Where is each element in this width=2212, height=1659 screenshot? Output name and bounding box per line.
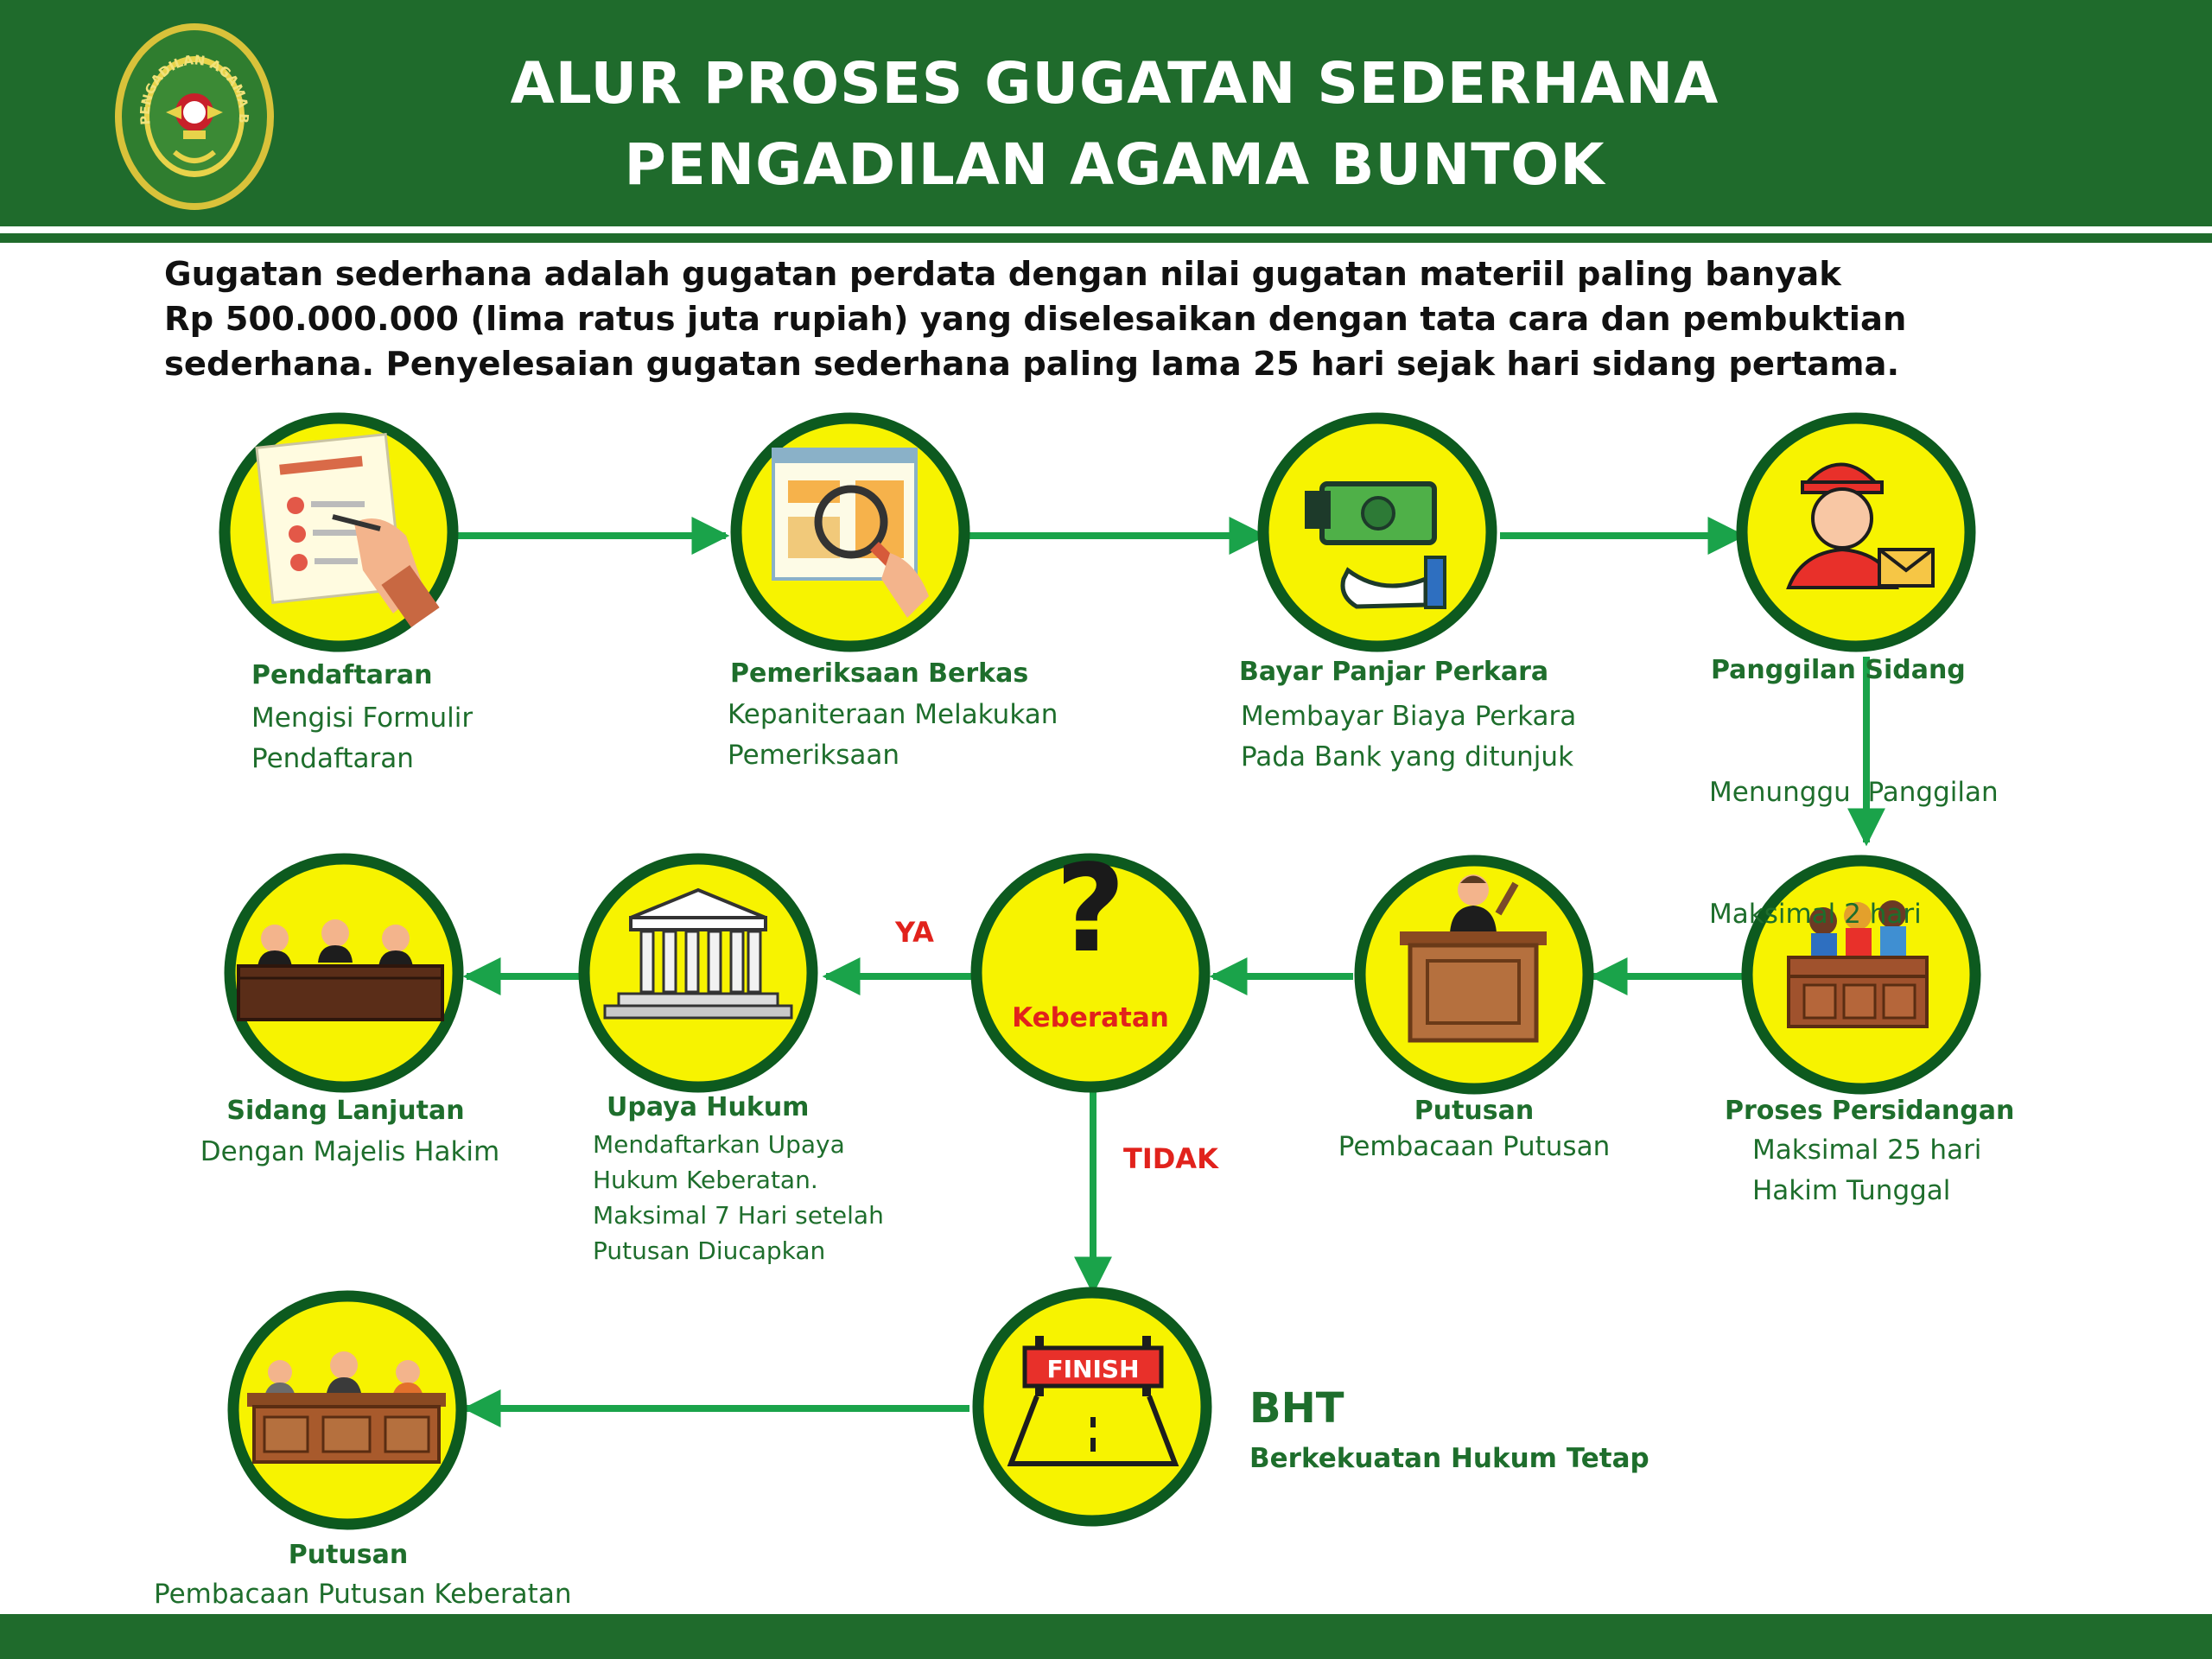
step-panggilan-sidang — [1736, 412, 1976, 652]
decision-yes-label: YA — [895, 916, 934, 949]
step-sidang-lanjutan — [224, 853, 464, 1093]
desc-line: Putusan Diucapkan — [593, 1236, 826, 1265]
judges-bench-icon — [247, 1351, 446, 1464]
desc-line: Pendaftaran — [251, 743, 414, 774]
step-title-pemeriksaan-berkas: Pemeriksaan Berkas — [730, 658, 1029, 689]
intro-paragraph: Gugatan sederhana adalah gugatan perdata… — [164, 252, 2152, 387]
desc-line: Mendaftarkan Upaya — [593, 1130, 845, 1159]
step-upaya-hukum — [578, 853, 818, 1093]
desc-line: Pada Bank yang ditunjuk — [1241, 741, 1574, 772]
desc-line: Menunggu Panggilan — [1709, 777, 1999, 808]
step-title-upaya-hukum: Upaya Hukum — [607, 1092, 810, 1122]
header-divider-white — [0, 226, 2212, 233]
step-desc-upaya-hukum: Mendaftarkan Upaya Hukum Keberatan. Maks… — [593, 1127, 884, 1268]
header-bar — [0, 0, 2212, 226]
court-building-icon — [603, 887, 793, 1020]
step-title-bayar-panjar: Bayar Panjar Perkara — [1239, 657, 1549, 687]
step-desc-panggilan-sidang: Menunggu Panggilan Maksimal 2 hari — [1709, 691, 1999, 976]
step-title-proses-persidangan: Proses Persidangan — [1725, 1096, 2015, 1126]
intro-line: sederhana. Penyelesaian gugatan sederhan… — [164, 345, 1900, 384]
court-logo-icon: PENGADILAN AGAMA BUNTOK — [114, 22, 274, 210]
step-putusan — [1354, 855, 1594, 1095]
step-keberatan: ? Keberatan — [970, 839, 1211, 1093]
finish-banner-text: FINISH — [1047, 1355, 1140, 1383]
step-pendaftaran — [219, 412, 459, 652]
document-magnifier-icon — [772, 448, 929, 618]
courier-letter-icon — [1786, 462, 1935, 589]
step-desc-proses-persidangan: Maksimal 25 hari Hakim Tunggal — [1752, 1130, 1981, 1211]
step-desc-pendaftaran: Mengisi Formulir Pendaftaran — [251, 698, 473, 779]
desc-line: Membayar Biaya Perkara — [1241, 701, 1577, 732]
desc-line: Maksimal 25 hari — [1752, 1135, 1982, 1166]
page-title-line2: PENGADILAN AGAMA BUNTOK — [624, 131, 1605, 198]
judges-panel-icon — [237, 919, 444, 1021]
step-title-putusan-keberatan: Putusan — [288, 1540, 409, 1570]
step-desc-bayar-panjar: Membayar Biaya Perkara Pada Bank yang di… — [1241, 696, 1576, 778]
bht-desc: Berkekuatan Hukum Tetap — [1249, 1443, 1649, 1474]
step-title-sidang-lanjutan: Sidang Lanjutan — [226, 1096, 465, 1126]
money-payment-icon — [1305, 481, 1446, 609]
desc-line: Kepaniteraan Melakukan — [728, 699, 1058, 730]
intro-line: Gugatan sederhana adalah gugatan perdata… — [164, 255, 1841, 294]
question-mark-icon: ? — [1055, 839, 1125, 980]
desc-line: Pembacaan Putusan Keberatan — [154, 1579, 572, 1610]
header-divider-green — [0, 233, 2212, 243]
footer-bar — [0, 1614, 2212, 1659]
step-bayar-panjar-perkara — [1257, 412, 1497, 652]
step-pemeriksaan-berkas — [730, 412, 970, 652]
desc-line: Mengisi Formulir — [251, 702, 474, 734]
step-desc-putusan: Pembacaan Putusan — [1301, 1127, 1647, 1167]
step-title-panggilan-sidang: Panggilan Sidang — [1711, 655, 1966, 685]
judge-podium-icon — [1400, 874, 1547, 1043]
keberatan-label: Keberatan — [1012, 1002, 1169, 1033]
intro-line: Rp 500.000.000 (lima ratus juta rupiah) … — [164, 300, 1907, 339]
finish-line-icon: FINISH — [1007, 1336, 1179, 1466]
step-desc-sidang-lanjutan: Dengan Majelis Hakim — [177, 1132, 523, 1173]
desc-line: Hakim Tunggal — [1752, 1175, 1951, 1206]
step-title-pendaftaran: Pendaftaran — [251, 660, 433, 690]
desc-line: Maksimal 7 Hari setelah — [593, 1201, 884, 1230]
desc-line: Pembacaan Putusan — [1338, 1131, 1611, 1162]
step-desc-putusan-keberatan: Pembacaan Putusan Keberatan — [154, 1574, 572, 1615]
step-finish: FINISH — [972, 1287, 1212, 1527]
desc-line: Maksimal 2 hari — [1709, 899, 1922, 930]
step-desc-pemeriksaan-berkas: Kepaniteraan Melakukan Pemeriksaan — [728, 695, 1058, 776]
step-proses-persidangan — [1741, 855, 1981, 1095]
desc-line: Hukum Keberatan. — [593, 1166, 818, 1194]
page-title-line1: ALUR PROSES GUGATAN SEDERHANA — [510, 50, 1719, 117]
desc-line: Dengan Majelis Hakim — [200, 1136, 500, 1167]
step-putusan-keberatan — [227, 1290, 467, 1530]
decision-no-label: TIDAK — [1123, 1142, 1218, 1175]
checklist-form-icon — [255, 433, 440, 628]
bht-title: BHT — [1249, 1384, 1344, 1433]
step-title-putusan: Putusan — [1414, 1096, 1535, 1126]
desc-line: Pemeriksaan — [728, 740, 900, 771]
courtroom-audience-icon — [1787, 900, 1929, 1028]
